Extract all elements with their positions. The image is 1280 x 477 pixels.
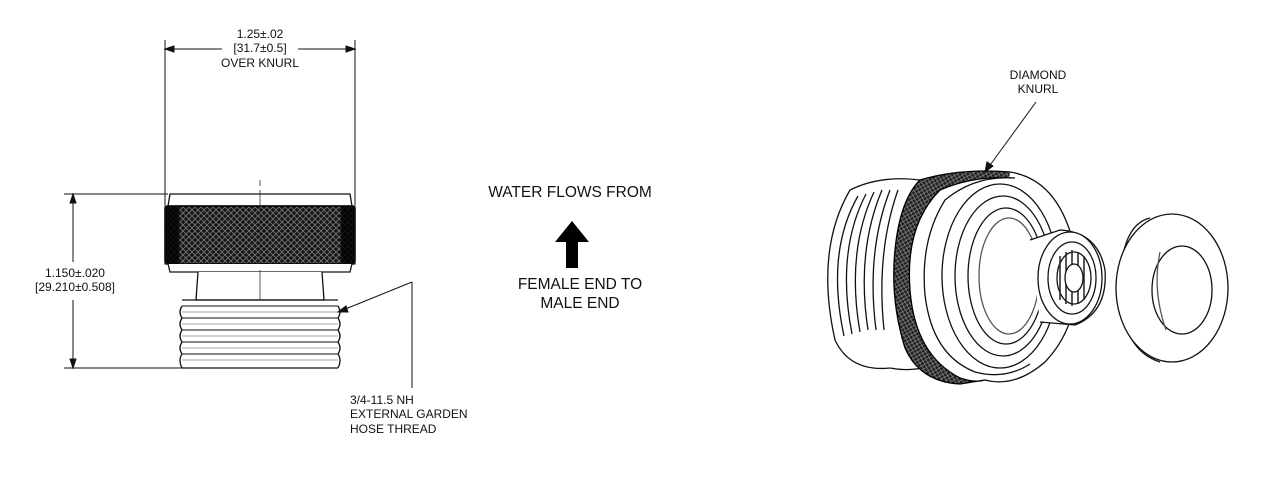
width-dimension-label: 1.25±.02 [31.7±0.5] OVER KNURL [210,27,310,70]
washer [1115,213,1229,363]
thread-leader [336,281,413,388]
width-metric: [31.7±0.5] [233,41,287,56]
flow-arrow-icon [555,221,589,268]
width-imperial: 1.25±.02 [236,27,284,41]
threaded-body [827,178,931,371]
isometric-view [827,170,1229,385]
width-note: OVER KNURL [220,55,300,70]
knurl-callout: DIAMOND KNURL [988,68,1088,97]
side-view [164,180,356,369]
thread-line-1: 3/4-11.5 NH [350,393,414,407]
height-imperial: 1.150±.020 [45,266,105,280]
thread-section [179,299,341,369]
knurl-line-2: KNURL [1017,82,1059,97]
knurl-leader [984,101,1037,174]
flow-note-bottom: FEMALE END TO MALE END [480,276,680,313]
height-dimension-label: 1.150±.020 [29.210±0.508] [25,266,125,295]
height-dimension [64,192,182,370]
width-dimension [163,40,357,205]
flow-note-line-2: FEMALE END TO [517,276,643,293]
height-metric: [29.210±0.508] [34,280,115,295]
thread-line-3: HOSE THREAD [350,421,437,436]
thread-line-2: EXTERNAL GARDEN [350,407,468,422]
flow-note-line-3: MALE END [540,294,620,312]
thread-callout: 3/4-11.5 NH EXTERNAL GARDEN HOSE THREAD [350,393,468,436]
inner-valve [1029,229,1106,326]
knurl-line-1: DIAMOND [1009,68,1067,82]
flow-note-top: WATER FLOWS FROM [488,184,652,201]
